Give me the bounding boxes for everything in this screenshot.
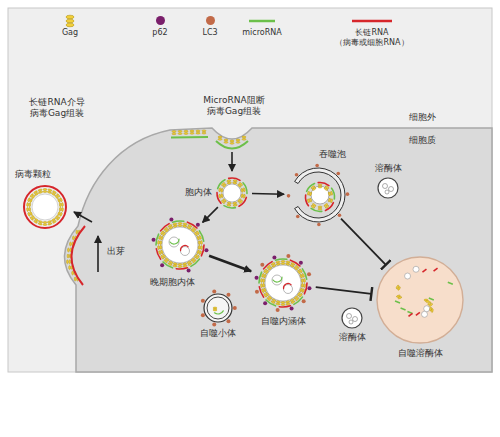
section-heading: MicroRNA阻断 病毒Gag组装 [192, 95, 276, 117]
legend-symbol [247, 13, 277, 29]
autophagosome: 自噬小体 [201, 291, 235, 325]
autolysosome: 自噬溶酶体 [375, 255, 465, 345]
node-label: 自噬内涵体 [253, 316, 313, 327]
node-shape [21, 183, 69, 231]
legend-sample [217, 12, 307, 28]
membrane-gag [172, 130, 246, 144]
section-heading: 长链RNA介导 病毒Gag组装 [20, 97, 94, 119]
region-label: 细胞外 [400, 112, 444, 123]
late-endosome: 晚期胞内体 [152, 217, 208, 273]
budding-gag [67, 230, 81, 281]
node-label: 自噬溶酶体 [390, 348, 450, 359]
lysosome: 溶酶体 [341, 307, 363, 329]
uptake-arrow [231, 152, 233, 171]
legend-sample [115, 12, 205, 28]
legend-swatch [206, 16, 215, 25]
release-arrow [74, 212, 92, 222]
lysosome: 溶酶体 [377, 177, 399, 199]
node-label: 溶酶体 [322, 332, 382, 343]
amphisome: 自噬内涵体 [253, 253, 313, 313]
legend-item: Gag [25, 12, 115, 38]
node-shape [375, 255, 465, 345]
node-label: 胞内体 [168, 187, 228, 198]
legend-item: microRNA [217, 12, 307, 38]
node-label: 晚期胞内体 [142, 277, 202, 288]
blocked-arrow [316, 287, 372, 294]
node-label: 溶酶体 [358, 163, 418, 174]
legend-sample [165, 12, 255, 28]
legend-sample [25, 12, 115, 28]
flow-arrow [203, 207, 218, 222]
node-shape [152, 217, 208, 273]
legend-symbol [350, 13, 394, 29]
legend-label: microRNA [219, 28, 305, 38]
legend-label: 长链RNA （病毒或细胞RNA） [329, 28, 415, 48]
phagophore: 吞噬泡 [288, 165, 348, 225]
legend-swatch [156, 16, 165, 25]
microrna-strand [171, 136, 208, 139]
long-rna-strand [71, 226, 85, 285]
blocked-arrow [341, 219, 386, 265]
legend-item: LC3 [165, 12, 255, 38]
node-label: 吞噬泡 [302, 149, 362, 160]
node-label: 病毒颗粒 [3, 169, 63, 180]
legend-label: p62 [117, 28, 203, 38]
node-shape [201, 291, 235, 325]
legend-item: p62 [115, 12, 205, 38]
node-shape [288, 165, 348, 225]
endosome: 胞内体 [215, 176, 249, 210]
node-shape [377, 177, 399, 199]
flow-arrow [252, 193, 284, 195]
legend-sample [327, 12, 417, 28]
node-shape [341, 307, 363, 329]
virus-particle: 病毒颗粒 [21, 183, 69, 231]
node-label: 自噬小体 [188, 328, 248, 339]
legend-label: LC3 [167, 28, 253, 38]
region-label: 出芽 [101, 246, 131, 257]
frame [8, 8, 492, 372]
microrna-strand [216, 141, 248, 149]
node-shape [253, 253, 313, 313]
legend-symbol [60, 13, 80, 29]
flow-arrow [209, 256, 251, 272]
legend-label: Gag [27, 28, 113, 38]
region-label: 细胞质 [400, 135, 444, 146]
node-shape [215, 176, 249, 210]
legend-item: 长链RNA （病毒或细胞RNA） [327, 12, 417, 48]
cell-membrane [64, 128, 492, 372]
budding-arrow [97, 236, 99, 272]
